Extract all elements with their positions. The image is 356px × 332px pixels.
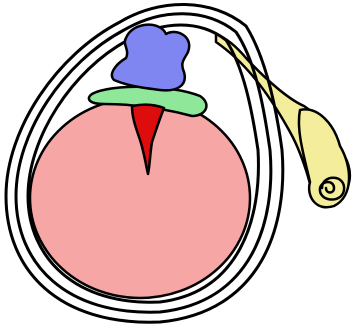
umbilical-stalk-roll <box>299 109 349 207</box>
amniotic-cavity <box>112 25 189 91</box>
